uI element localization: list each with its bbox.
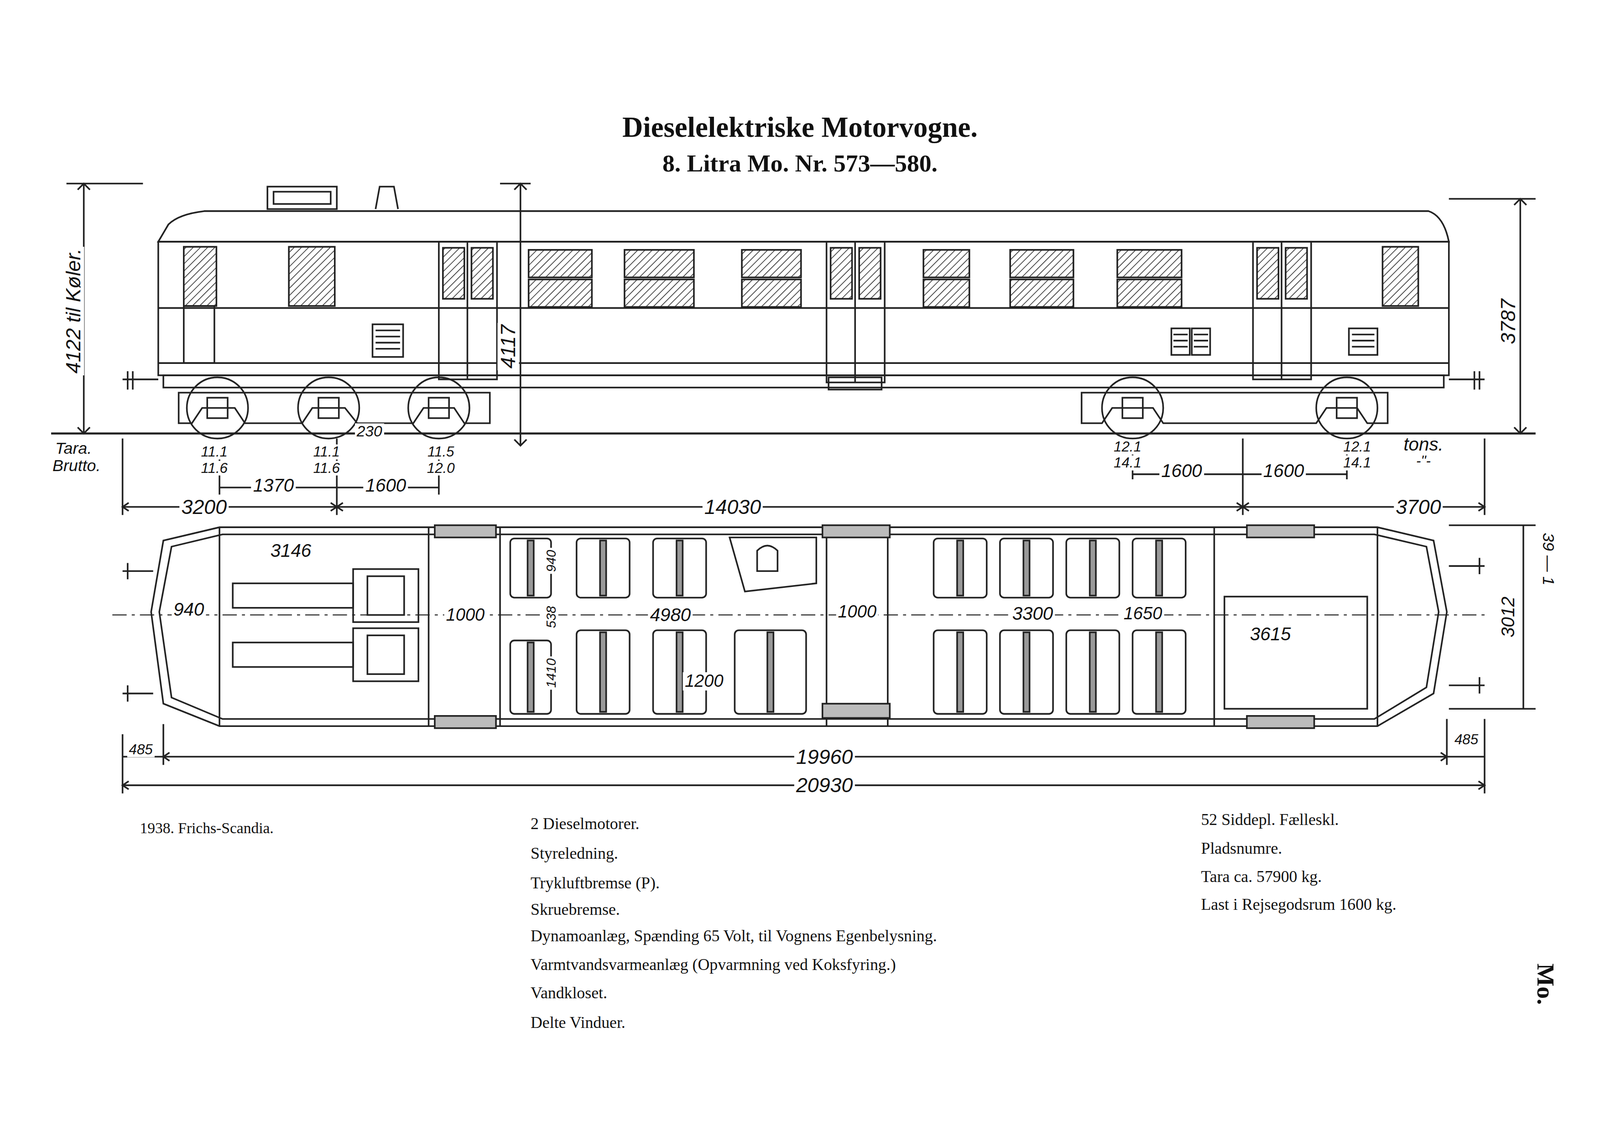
side-view (51, 183, 1536, 516)
dimension-label: 1370 (251, 475, 297, 496)
dimension-label: 12.1 (1341, 439, 1373, 455)
seat (576, 538, 630, 599)
dimension-label: 538 (544, 604, 559, 631)
seat-frame (957, 632, 964, 712)
seat (933, 538, 987, 599)
dimension-label: 11.1 (311, 444, 342, 460)
dimension-label: 12.0 (425, 460, 457, 476)
seat-frame (1023, 540, 1030, 596)
seat-frame (599, 540, 606, 596)
dimension-label: -"- (1414, 453, 1433, 470)
dimension-label: 14030 (702, 496, 763, 518)
seat-frame (957, 540, 964, 596)
seat (1066, 538, 1120, 599)
seat-frame (1156, 632, 1163, 712)
seat-frame (1089, 540, 1096, 596)
drawing-title: Dieselelektriske Motorvogne. (622, 112, 978, 143)
dimension-label: 19960 (794, 746, 855, 768)
seat-frame (676, 632, 683, 712)
dimension-label: 3146 (268, 541, 314, 561)
dimension-label: 1410 (544, 656, 559, 691)
note-text: Last i Rejsegodsrum 1600 kg. (1200, 896, 1397, 914)
dimension-label: 3200 (179, 496, 229, 518)
note-text: Tara ca. 57900 kg. (1200, 869, 1322, 887)
dimension-label: 1200 (682, 672, 726, 691)
dimension-label: 940 (544, 548, 559, 575)
note-text: 1938. Frichs-Scandia. (139, 820, 274, 837)
dimension-label: 1600 (1159, 461, 1204, 481)
seat (1000, 538, 1053, 599)
note-text: Skruebremse. (530, 901, 621, 919)
dimension-label: 940 (171, 600, 206, 620)
seat (1000, 630, 1053, 715)
dimension-label: 485 (1452, 732, 1481, 748)
dimension-label: Brutto. (50, 457, 103, 475)
seat-frame (599, 632, 606, 712)
plan-view (112, 525, 1536, 794)
dimension-label: 1650 (1121, 604, 1165, 624)
dimension-label: 1000 (444, 606, 487, 625)
dimension-label: 11.6 (311, 460, 342, 476)
dimension-label: 3700 (1393, 496, 1443, 518)
note-text: Varmtvandsvarmeanlæg (Opvarmning ved Kok… (530, 956, 897, 975)
seat-frame (1156, 540, 1163, 596)
dimension-label: 485 (127, 742, 155, 758)
seat-frame (1089, 632, 1096, 712)
note-text: Mo. (1532, 964, 1559, 1006)
seat (1132, 630, 1186, 715)
note-text: 8. Litra Mo. Nr. 573—580. (662, 150, 938, 177)
dimension-label: 39 — 1 (1539, 531, 1557, 588)
seat-frame (676, 540, 683, 596)
dimension-label: 4117 (497, 323, 519, 371)
seat (652, 538, 706, 599)
seat (933, 630, 987, 715)
dimension-label: 1600 (363, 475, 409, 496)
dimension-label: 14.1 (1341, 455, 1373, 471)
note-text: Trykluftbremse (P). (530, 875, 660, 893)
dimension-label: Tara. (53, 440, 94, 458)
seat (734, 630, 807, 715)
seat (1132, 538, 1186, 599)
dimension-label: 3300 (1010, 604, 1056, 624)
seat-frame (527, 540, 534, 596)
dimension-label: 3787 (1497, 297, 1519, 346)
dimension-label: 230 (354, 423, 385, 440)
dimension-label: 14.1 (1111, 455, 1144, 471)
seat (1066, 630, 1120, 715)
seat-frame (767, 632, 774, 712)
note-text: Pladsnumre. (1200, 840, 1283, 858)
note-text: 52 Siddepl. Fælleskl. (1200, 811, 1339, 829)
dimension-label: 4122 til Køler. (62, 246, 85, 376)
seat-group (510, 538, 1186, 715)
dimension-label: 1000 (835, 603, 879, 622)
note-text: Vandkloset. (530, 985, 608, 1003)
note-text: Styreledning. (530, 845, 619, 863)
seat (576, 630, 630, 715)
dimension-label: 3615 (1248, 625, 1293, 645)
dimension-label: tons. (1401, 435, 1445, 455)
dimension-label: 11.5 (425, 444, 457, 460)
dimension-label: 3012 (1498, 594, 1518, 640)
seat-frame (527, 642, 534, 713)
dimension-label: 4980 (648, 605, 694, 626)
dimension-label: 1600 (1261, 461, 1307, 481)
note-text: Delte Vinduer. (530, 1015, 626, 1033)
dimension-label: 11.6 (198, 460, 230, 476)
dimension-label: 20930 (794, 775, 855, 797)
note-text: Dynamoanlæg, Spænding 65 Volt, til Vogne… (530, 927, 938, 946)
seat-frame (1023, 632, 1030, 712)
note-text: 2 Dieselmotorer. (530, 815, 640, 834)
dimension-label: 11.1 (198, 444, 230, 460)
dimension-label: 12.1 (1111, 439, 1144, 455)
